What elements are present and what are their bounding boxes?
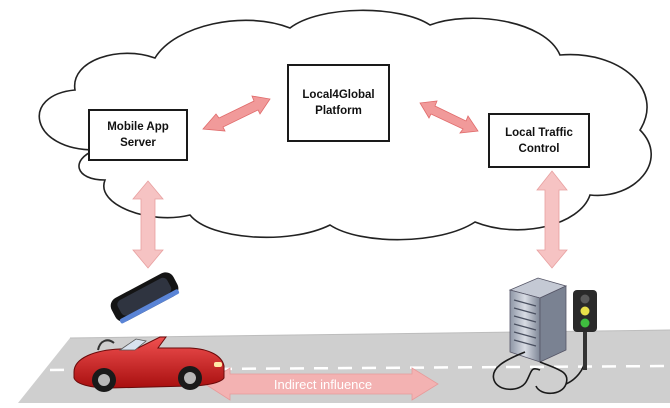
platform-node: Local4Global Platform — [287, 64, 390, 142]
local-traffic-control-node: Local Traffic Control — [488, 113, 590, 168]
arrow-mobile-platform — [202, 95, 271, 132]
mobile-app-server-node: Mobile App Server — [88, 109, 188, 161]
arrow-traffic-server — [536, 170, 568, 269]
smartphone-icon — [110, 272, 180, 324]
mobile-app-server-label: Mobile App Server — [107, 121, 169, 149]
local-traffic-control-label: Local Traffic Control — [505, 126, 573, 155]
car-icon — [73, 336, 225, 392]
arrow-phone-server — [132, 180, 164, 269]
server-icon — [508, 277, 568, 363]
traffic-light-icon — [573, 290, 597, 370]
indirect-influence-label: Indirect influence — [273, 376, 373, 392]
platform-label: Local4Global Platform — [302, 89, 375, 117]
arrow-platform-traffic — [419, 100, 479, 134]
indirect-influence-arrow — [204, 367, 439, 401]
